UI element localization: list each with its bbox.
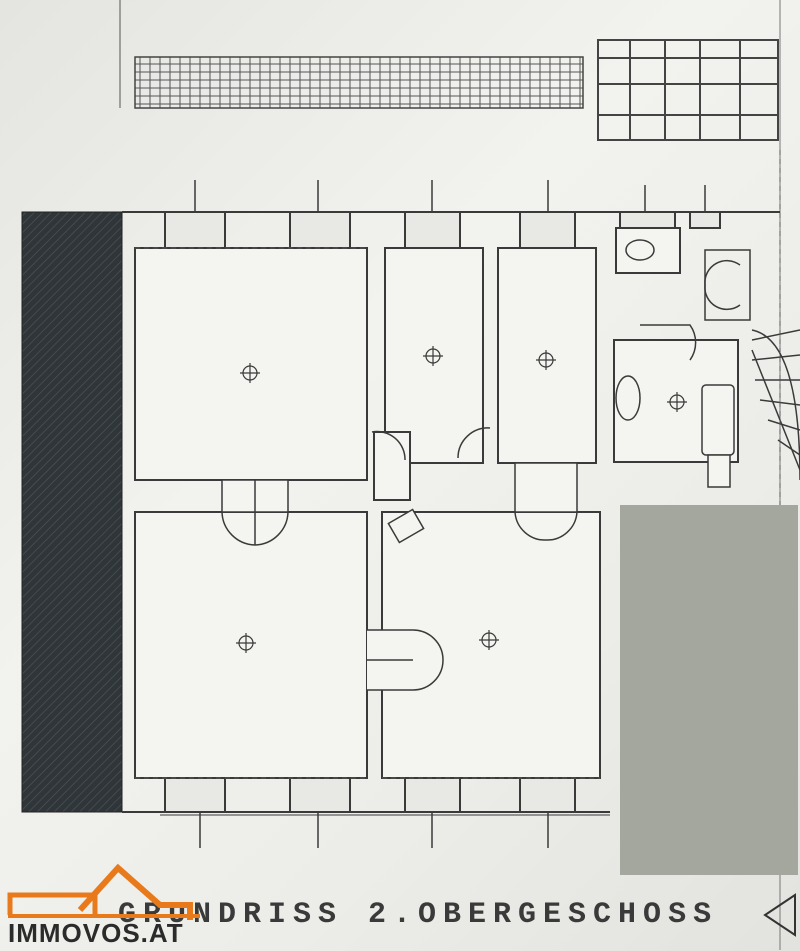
bottom-windows (164, 777, 576, 813)
doors (221, 324, 697, 691)
small-closet (373, 431, 411, 501)
brand-logo-text: IMMOVOS.AT (8, 918, 184, 948)
crosshair-circle-icon (667, 392, 687, 412)
plan-title: GRUNDRISS 2.OBERGESCHOSS (118, 898, 719, 932)
masked-area (620, 505, 798, 875)
bottom-window-ticks (160, 812, 610, 848)
bathtub (701, 384, 735, 456)
crosshair-circle-icon (423, 346, 443, 366)
washbasin (615, 375, 641, 421)
staircase (704, 249, 800, 481)
top-window-ticks (194, 180, 706, 212)
toilet (625, 239, 655, 261)
room-lower-left (134, 511, 368, 779)
room-upper-left (134, 247, 368, 481)
facade-grid-right (597, 39, 779, 141)
ceiling-light-icons (236, 346, 687, 653)
crosshair-circle-icon (479, 630, 499, 650)
top-windows (164, 211, 721, 249)
hatched-party-wall (21, 211, 123, 813)
facade-grid-left (134, 56, 584, 109)
house-roof-icon (7, 863, 200, 920)
crosshair-circle-icon (536, 350, 556, 370)
dashed-lines (135, 150, 781, 779)
triangle-arrow-icon (763, 893, 796, 937)
crosshair-circle-icon (236, 633, 256, 653)
shower-tray (707, 454, 731, 488)
crosshair-circle-icon (240, 363, 260, 383)
bath-fixtures (387, 239, 735, 544)
room-upper-right (497, 247, 597, 464)
